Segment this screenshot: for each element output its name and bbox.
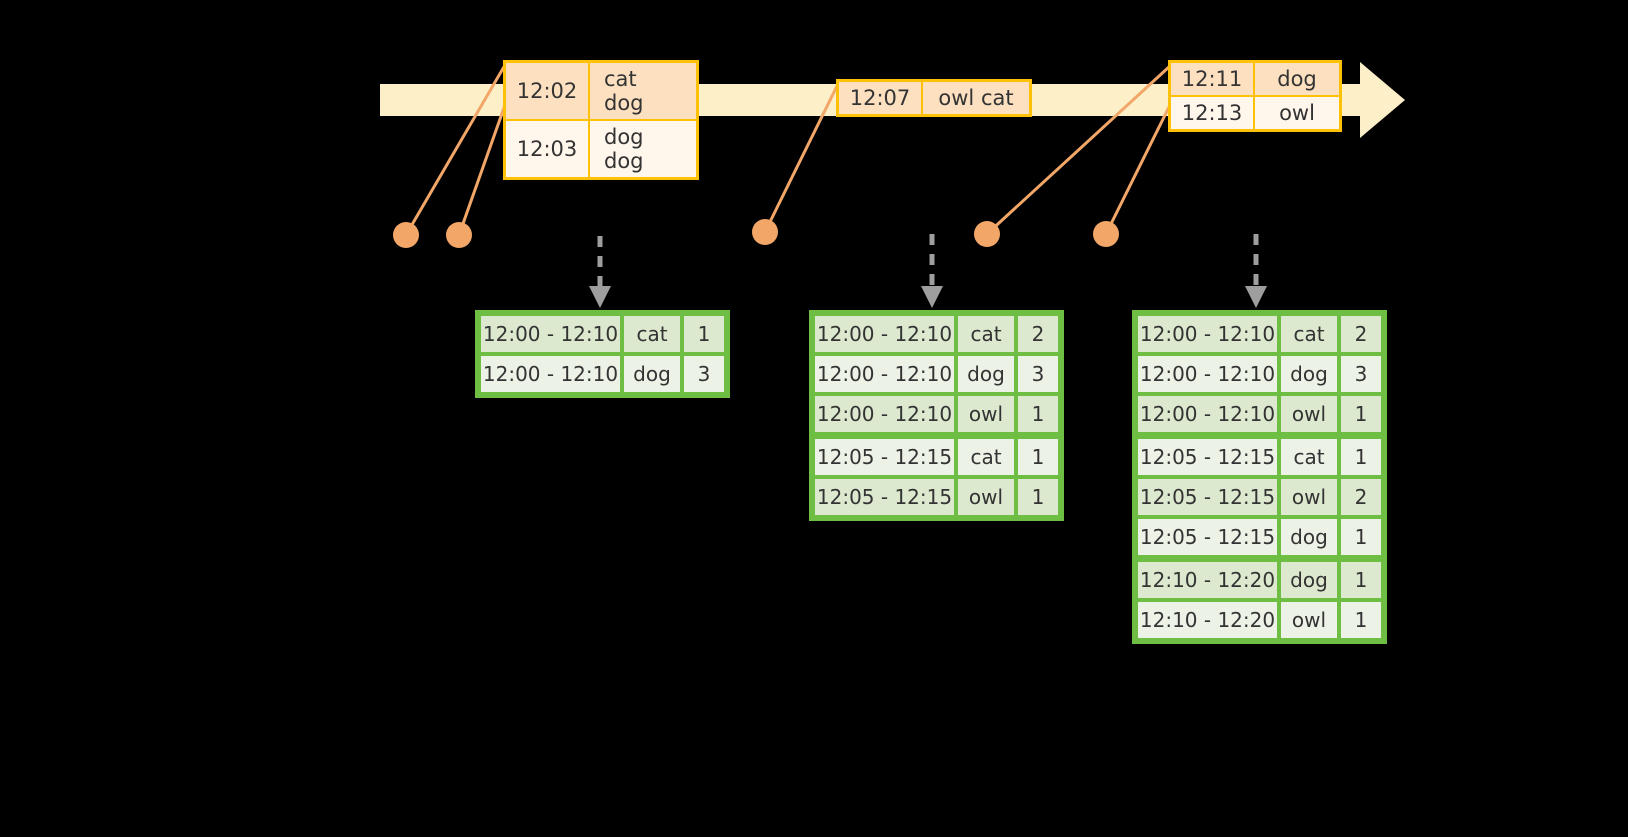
event-words: owl [1255,97,1339,129]
timeline-arrowhead-icon [1360,62,1405,138]
result-word-cell: dog [622,354,682,394]
event-words: owl cat [923,82,1029,114]
down-arrow-3-head-icon [1245,286,1267,308]
result-count-cell: 3 [682,354,726,394]
result-window-cell: 12:00 - 12:10 [1136,354,1279,394]
result-window-cell: 12:05 - 12:15 [1136,517,1279,557]
result-count-cell: 2 [1339,477,1383,517]
result-word-cell: cat [1279,314,1339,354]
result-word-cell: owl [956,477,1016,517]
result-word-cell: cat [622,314,682,354]
result-window-cell: 12:10 - 12:20 [1136,600,1279,640]
result-window-cell: 12:00 - 12:10 [813,394,956,434]
result-window-cell: 12:05 - 12:15 [1136,437,1279,477]
result-count-cell: 1 [1339,394,1383,434]
result-window-cell: 12:00 - 12:10 [1136,394,1279,434]
dot-3-line [763,83,840,233]
down-arrow-2-head-icon [921,286,943,308]
result-window-cell: 12:00 - 12:10 [1136,314,1279,354]
event-timestamp: 12:02 [506,63,590,119]
result-word-cell: owl [1279,394,1339,434]
event-timestamp: 12:13 [1171,97,1255,129]
result-count-cell: 1 [1016,394,1060,434]
result-count-cell: 1 [682,314,726,354]
result-word-cell: cat [956,437,1016,477]
result-word-cell: dog [1279,517,1339,557]
result-count-cell: 1 [1339,600,1383,640]
result-window-cell: 12:10 - 12:20 [1136,560,1279,600]
result-count-cell: 2 [1016,314,1060,354]
dot-4 [974,221,1000,247]
event-words: cat dog [590,63,696,119]
event-timestamp: 12:11 [1171,63,1255,95]
result-window-cell: 12:00 - 12:10 [479,354,622,394]
result-window-cell: 12:00 - 12:10 [813,314,956,354]
result-word-cell: dog [956,354,1016,394]
result-window-cell: 12:00 - 12:10 [813,354,956,394]
result-window-cell: 12:00 - 12:10 [479,314,622,354]
result-word-cell: owl [1279,477,1339,517]
result-word-cell: owl [1279,600,1339,640]
result-count-cell: 1 [1016,477,1060,517]
dot-3 [752,219,778,245]
result-word-cell: dog [1279,560,1339,600]
result-window-cell: 12:05 - 12:15 [813,437,956,477]
event-timestamp: 12:07 [839,82,923,114]
result-window-cell: 12:05 - 12:15 [813,477,956,517]
dot-5 [1093,221,1119,247]
dot-1 [393,222,419,248]
down-arrow-1-head-icon [589,286,611,308]
dot-1-line [404,64,507,236]
result-count-cell: 1 [1339,437,1383,477]
event-words: dog dog [590,121,696,177]
result-word-cell: cat [956,314,1016,354]
result-count-cell: 3 [1016,354,1060,394]
result-window-cell: 12:05 - 12:15 [1136,477,1279,517]
event-words: dog [1255,63,1339,95]
dot-5-line [1104,104,1172,235]
event-timestamp: 12:03 [506,121,590,177]
result-count-cell: 1 [1016,437,1060,477]
result-word-cell: dog [1279,354,1339,394]
dot-2 [446,222,472,248]
result-count-cell: 3 [1339,354,1383,394]
result-word-cell: owl [956,394,1016,434]
result-count-cell: 1 [1339,560,1383,600]
result-count-cell: 1 [1339,517,1383,557]
result-count-cell: 2 [1339,314,1383,354]
result-word-cell: cat [1279,437,1339,477]
dot-2-line [457,104,507,236]
